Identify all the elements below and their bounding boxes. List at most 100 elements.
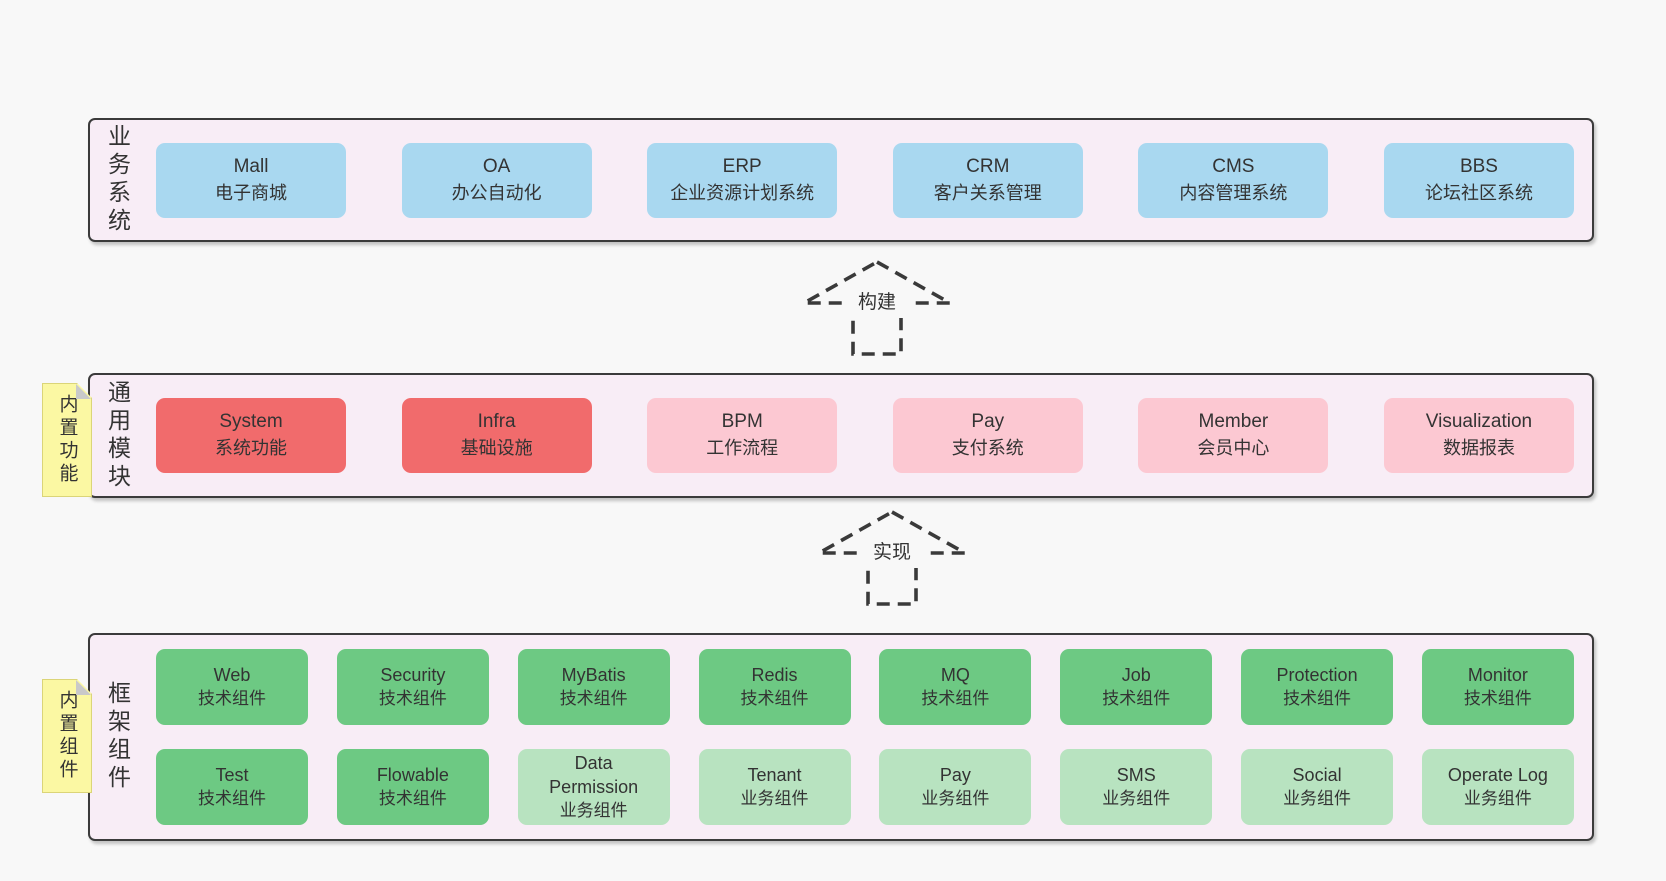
box-title: Job [1121, 664, 1151, 685]
box-monitor: Monitor 技术组件 [1421, 649, 1574, 725]
box-subtitle: 论坛社区系统 [1424, 182, 1533, 203]
box-oa: OA 办公自动化 [401, 142, 592, 218]
box-subtitle: 系统功能 [215, 438, 287, 459]
box-subtitle: 内容管理系统 [1179, 182, 1288, 203]
box-subtitle: 业务组件 [1283, 788, 1352, 808]
box-subtitle: 技术组件 [378, 688, 447, 708]
folded-corner-icon [76, 384, 91, 399]
box-title: System [219, 411, 283, 433]
sticky-note-label: 内置功能 [56, 394, 78, 486]
box-protection: Protection 技术组件 [1241, 649, 1394, 725]
box-subtitle: 客户关系管理 [933, 182, 1042, 203]
components-row-2: Test 技术组件 Flowable 技术组件 Data Permission … [156, 749, 1574, 825]
box-subtitle: 数据报表 [1442, 438, 1515, 459]
box-sms: SMS 业务组件 [1060, 749, 1213, 825]
box-system: System 系统功能 [156, 398, 346, 473]
components-row-1: Web 技术组件 Security 技术组件 MyBatis 技术组件 Redi… [156, 649, 1574, 725]
box-subtitle: 技术组件 [921, 688, 990, 708]
box-title: Member [1198, 411, 1269, 433]
build-arrow-icon: 构建 [797, 259, 957, 356]
sticky-note-builtin-components: 内置组件 [42, 679, 92, 793]
band-modules-label: 通用模块 [104, 379, 131, 492]
box-subtitle: 业务组件 [1102, 788, 1171, 808]
box-mall: Mall 电子商城 [156, 142, 346, 218]
box-title: CRM [966, 155, 1010, 177]
box-member: Member 会员中心 [1138, 398, 1329, 473]
box-mq: MQ 技术组件 [879, 649, 1032, 725]
box-title: OA [482, 155, 511, 177]
box-subtitle: 技术组件 [1283, 688, 1352, 708]
box-title: BPM [721, 411, 763, 433]
box-subtitle: 业务组件 [921, 788, 990, 808]
box-subtitle: 技术组件 [198, 788, 266, 808]
box-title: Operate Log [1447, 764, 1548, 785]
box-redis: Redis 技术组件 [698, 649, 851, 725]
box-subtitle: 业务组件 [740, 788, 809, 808]
box-bbs: BBS 论坛社区系统 [1383, 142, 1574, 218]
box-bpm: BPM 工作流程 [647, 398, 838, 473]
box-social: Social 业务组件 [1241, 749, 1394, 825]
box-job: Job 技术组件 [1060, 649, 1213, 725]
box-title: Security [380, 664, 446, 685]
box-title: Visualization [1425, 411, 1533, 433]
box-title: Web [213, 664, 251, 685]
box-subtitle: 会员中心 [1197, 438, 1270, 459]
box-subtitle: 技术组件 [740, 688, 809, 708]
box-security: Security 技术组件 [336, 649, 489, 725]
band-common-modules: 内置功能 通用模块 System 系统功能 Infra 基础设施 BPM 工作流… [88, 373, 1594, 498]
box-subtitle: 基础设施 [460, 438, 533, 459]
box-crm: CRM 客户关系管理 [892, 142, 1083, 218]
box-title: CMS [1212, 155, 1255, 177]
box-web: Web 技术组件 [156, 649, 308, 725]
band-business-boxes: Mall 电子商城 OA 办公自动化 ERP 企业资源计划系统 CRM 客户关系… [156, 120, 1574, 240]
band-framework-components: 内置组件 框架组件 Web 技术组件 Security 技术组件 MyBatis… [88, 633, 1594, 841]
band-business-systems: 业务系统 Mall 电子商城 OA 办公自动化 ERP 企业资源计划系统 CRM… [88, 118, 1594, 242]
box-subtitle: 技术组件 [198, 688, 266, 708]
box-title: BBS [1459, 155, 1498, 177]
box-subtitle: 企业资源计划系统 [670, 182, 815, 203]
box-subtitle: 技术组件 [1463, 688, 1532, 708]
box-erp: ERP 企业资源计划系统 [647, 142, 838, 218]
box-pay-business: Pay 业务组件 [879, 749, 1032, 825]
box-title: Infra [477, 411, 516, 433]
box-subtitle: 技术组件 [1102, 688, 1171, 708]
folded-corner-icon [76, 680, 91, 695]
box-flowable: Flowable 技术组件 [336, 749, 489, 825]
box-infra: Infra 基础设施 [401, 398, 592, 473]
box-visualization: Visualization 数据报表 [1383, 398, 1574, 473]
box-title: Mall [233, 155, 269, 177]
box-subtitle: 业务组件 [1463, 788, 1532, 808]
box-subtitle: 技术组件 [378, 788, 447, 808]
box-cms: CMS 内容管理系统 [1138, 142, 1329, 218]
box-title: Flowable [376, 764, 449, 785]
box-test: Test 技术组件 [156, 749, 308, 825]
band-modules-boxes: System 系统功能 Infra 基础设施 BPM 工作流程 Pay 支付系统… [156, 375, 1574, 496]
box-subtitle: 技术组件 [559, 688, 628, 708]
box-title: Pay [971, 411, 1005, 433]
box-title: Data Permission [549, 753, 639, 797]
band-business-label: 业务系统 [104, 124, 131, 236]
band-components-label: 框架组件 [104, 681, 131, 793]
box-mybatis: MyBatis 技术组件 [517, 649, 670, 725]
box-data-permission: Data Permission 业务组件 [517, 749, 670, 825]
sticky-note-builtin-features: 内置功能 [42, 383, 92, 497]
box-title: Redis [751, 664, 798, 685]
box-title: MyBatis [561, 664, 626, 685]
box-subtitle: 办公自动化 [451, 182, 542, 203]
box-operate-log: Operate Log 业务组件 [1421, 749, 1574, 825]
box-subtitle: 工作流程 [706, 438, 779, 459]
box-title: Pay [939, 764, 971, 785]
box-title: SMS [1116, 764, 1156, 785]
sticky-note-label: 内置组件 [56, 690, 78, 782]
box-subtitle: 支付系统 [951, 438, 1024, 459]
box-title: Test [215, 764, 249, 785]
box-title: ERP [722, 155, 762, 177]
box-subtitle: 电子商城 [215, 182, 287, 203]
band-components-boxes: Web 技术组件 Security 技术组件 MyBatis 技术组件 Redi… [156, 635, 1574, 839]
box-tenant: Tenant 业务组件 [698, 749, 851, 825]
box-title: Protection [1276, 664, 1358, 685]
box-title: Tenant [747, 764, 802, 785]
box-pay: Pay 支付系统 [892, 398, 1083, 473]
implement-arrow-icon: 实现 [812, 509, 972, 606]
